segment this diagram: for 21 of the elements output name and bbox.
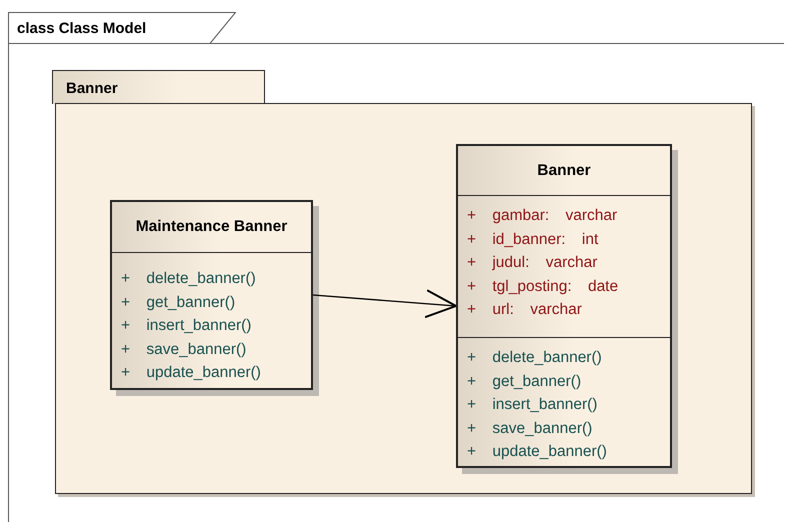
- operation-text: + get_banner(): [467, 372, 582, 392]
- operation-text: + update_banner(): [467, 442, 608, 462]
- operation-text: + get_banner(): [121, 292, 236, 313]
- operation-text: + update_banner(): [121, 363, 262, 384]
- package-name: Banner: [66, 80, 118, 97]
- class-name: Maintenance Banner: [136, 218, 288, 236]
- attribute-text: + tgl_posting: date: [467, 276, 620, 297]
- operation-text: + save_banner(): [467, 418, 594, 439]
- attribute-text: + id_banner: int: [467, 230, 600, 250]
- association-arrow: [312, 289, 457, 318]
- operation-text: + insert_banner(): [467, 395, 598, 416]
- operation-text: + save_banner(): [121, 340, 248, 360]
- attribute-text: + gambar: varchar: [467, 206, 618, 226]
- operation-text: + delete_banner(): [467, 348, 603, 368]
- frame-tab: class Class Model: [8, 12, 236, 44]
- class-name: Banner: [537, 162, 591, 180]
- attribute-text: + judul: varchar: [467, 253, 598, 274]
- package: [52, 70, 752, 494]
- attribute-text: + url: varchar: [467, 300, 583, 320]
- operation-text: + insert_banner(): [121, 316, 252, 336]
- operation-text: + delete_banner(): [121, 269, 257, 289]
